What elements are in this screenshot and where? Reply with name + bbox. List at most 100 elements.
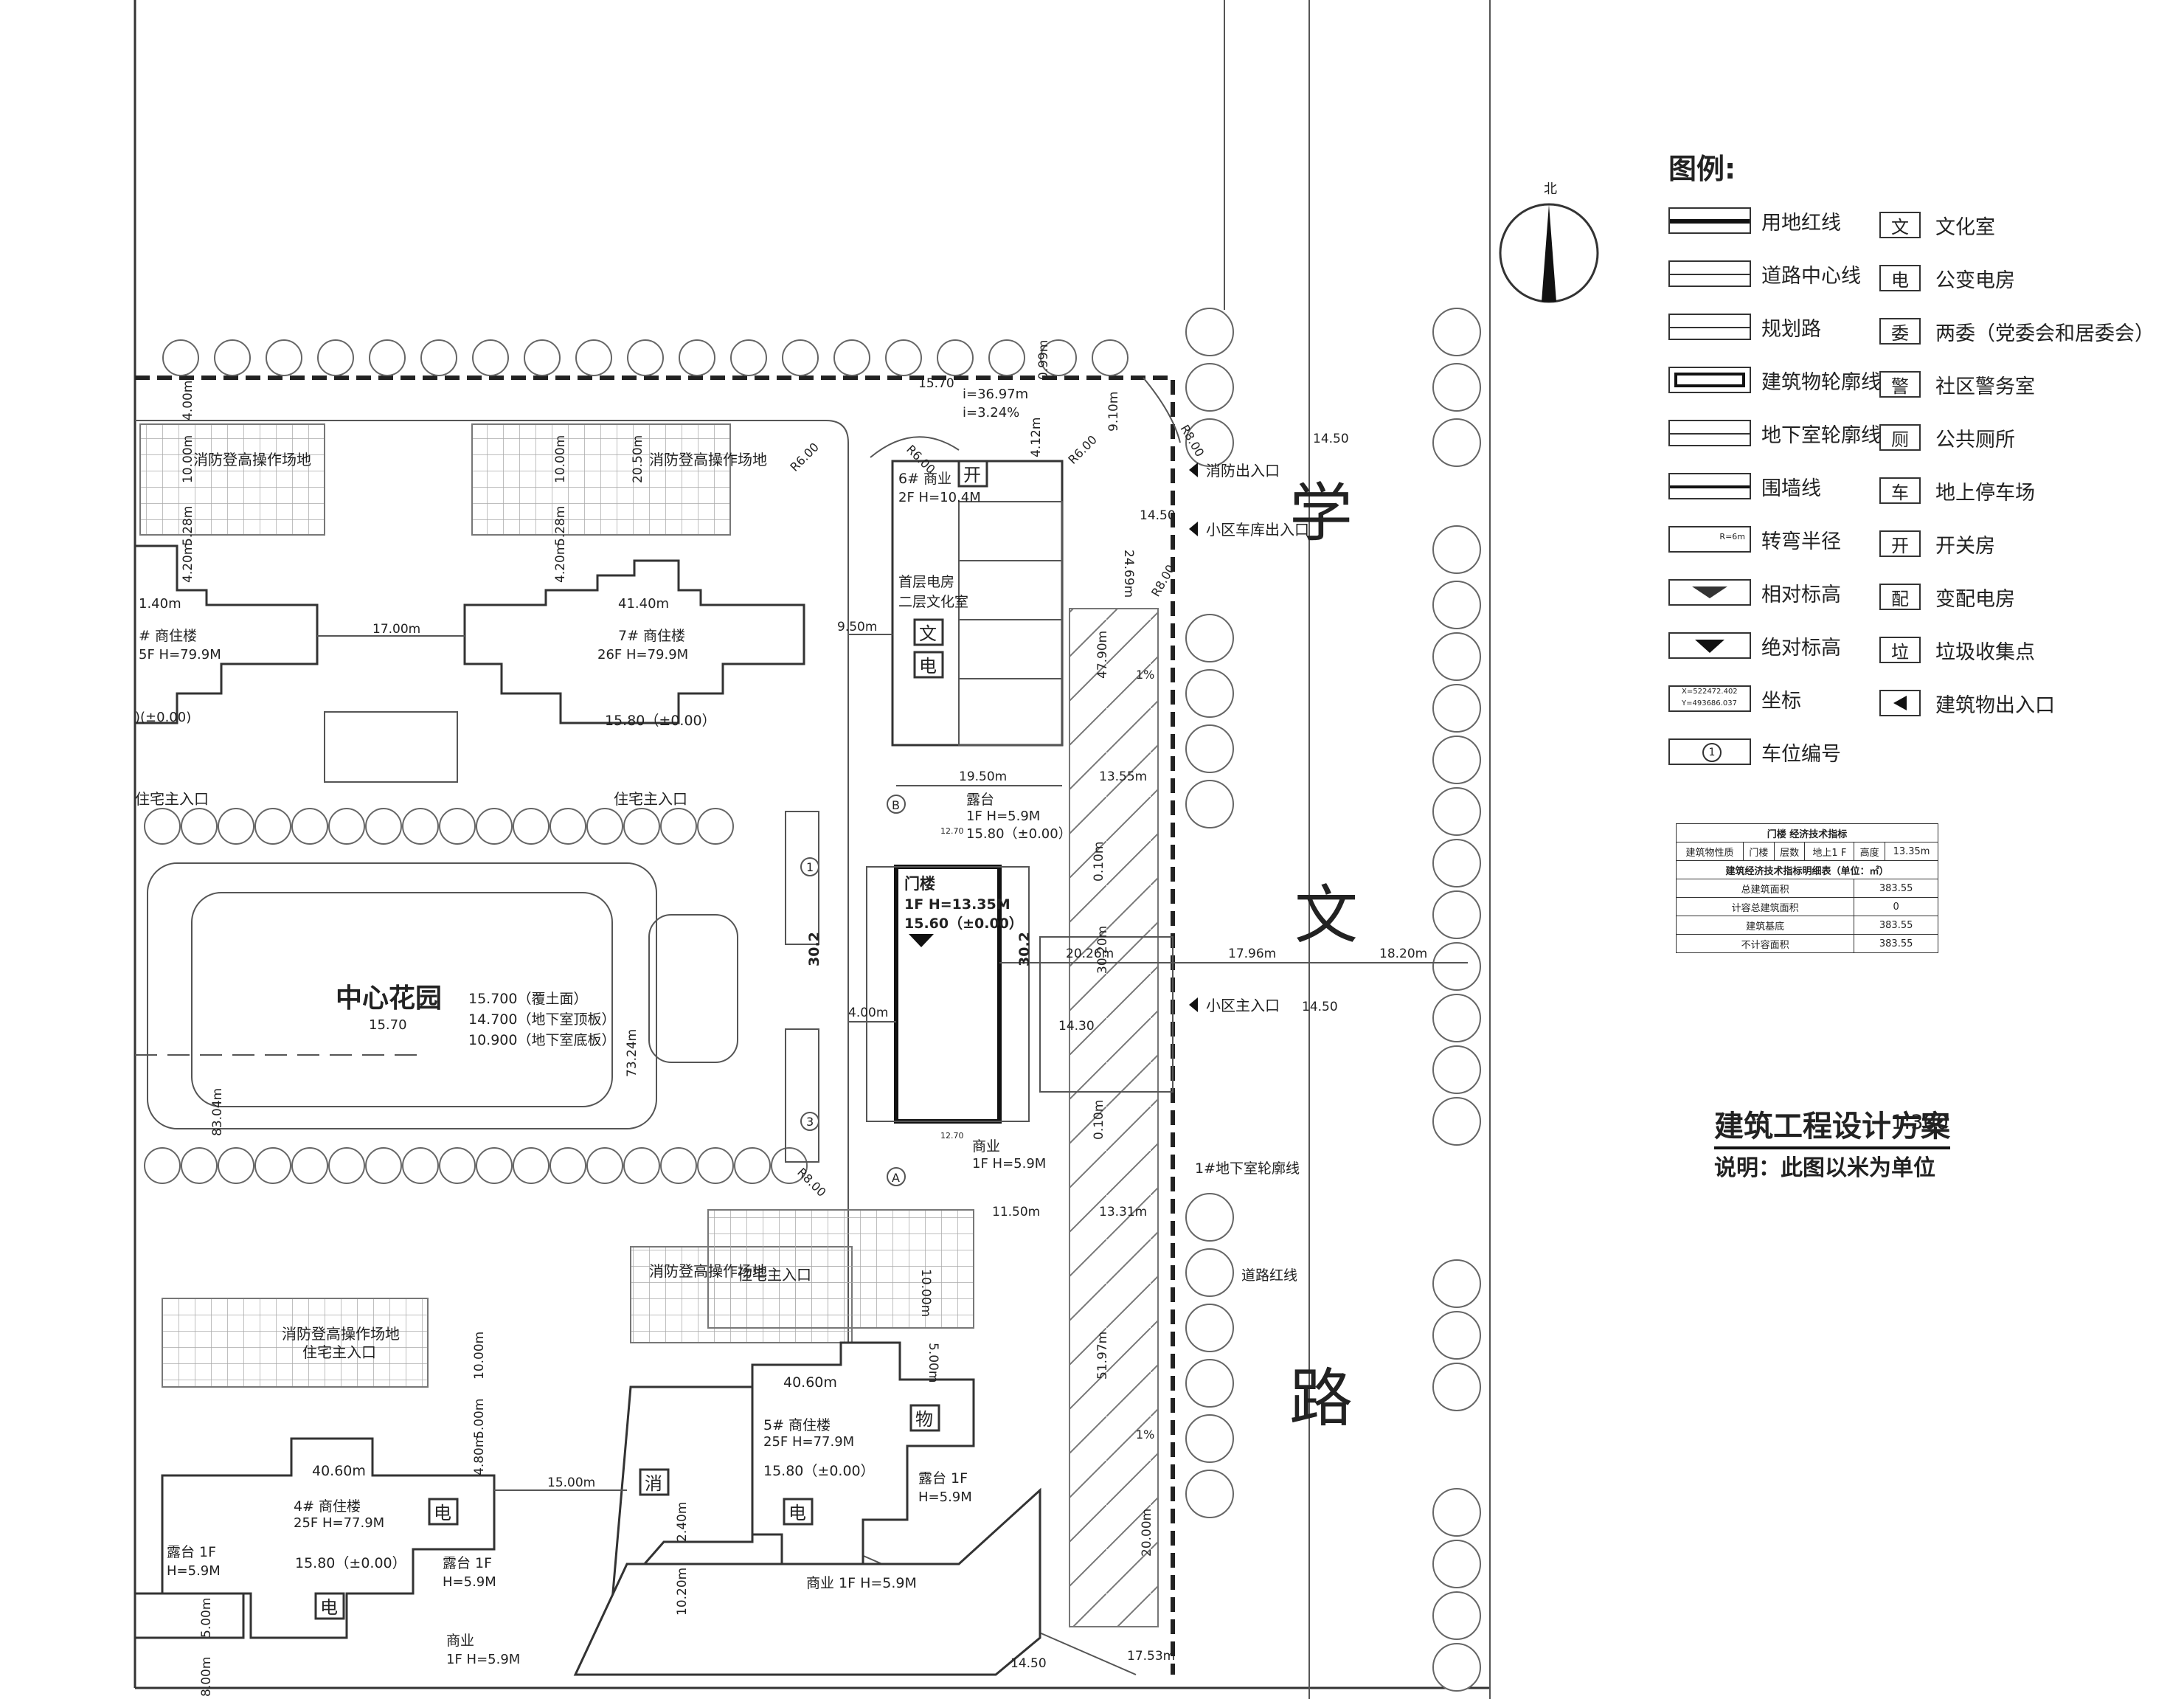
road-name-char-3: 路 <box>1289 1362 1353 1436</box>
legend-item-absolute-elevation: 绝对标高 <box>1668 627 1841 664</box>
terrace-label: 露台 <box>966 792 994 808</box>
axis-marker-1: 1 <box>806 860 814 874</box>
building-5-name: 5# 商住楼 <box>763 1417 831 1433</box>
fire-exit-arrow-icon <box>1189 463 1198 477</box>
building-7-floor: 26F H=79.9M <box>597 647 688 662</box>
legend-label: 道路中心线 <box>1761 264 1861 288</box>
axis-marker-a: A <box>892 1171 900 1185</box>
legend-label: 社区警务室 <box>1935 375 2035 398</box>
building-4-width: 40.60m <box>312 1463 366 1479</box>
elev-14-50-d: 14.50 <box>1010 1656 1047 1671</box>
building-7-elevation: 15.80（±0.00） <box>605 713 716 729</box>
table-subtitle: 建筑经济技术指标明细表（单位：㎡） <box>1676 860 1938 879</box>
legend-item-police-room: 警 社区警务室 <box>1879 366 2035 403</box>
dim-24-69: 24.69m <box>1121 550 1136 598</box>
legend-label: 垃圾收集点 <box>1935 640 2035 664</box>
legend-item-public-power-room: 电 公变电房 <box>1879 260 2015 297</box>
legend-label: 两委（党委会和居委会） <box>1935 322 2154 345</box>
commercial-4-label: 商业 <box>446 1633 474 1649</box>
legend-item-garbage-point: 垃 垃圾收集点 <box>1879 631 2035 668</box>
garage-exit-label: 小区车库出入口 <box>1206 521 1309 539</box>
gate-absolute-elevation-icon <box>909 934 934 947</box>
power-room-4a-box <box>428 1498 459 1526</box>
legend-item-two-committees: 委 两委（党委会和居委会） <box>1879 313 2154 350</box>
commercial-5-label: 商业 1F H=5.9M <box>806 1575 917 1591</box>
central-garden-inner <box>191 892 613 1107</box>
building-5-floor: 25F H=77.9M <box>763 1434 854 1450</box>
terrace-height: 1F H=5.9M <box>966 809 1040 824</box>
legend-item-road-centerline: 道路中心线 <box>1668 255 1861 292</box>
terrace-elevation: 15.80（±0.00） <box>966 826 1072 842</box>
table-row: 建筑经济技术指标明细表（单位：㎡） <box>1676 860 1938 879</box>
building-entrance-glyph <box>1879 690 1921 716</box>
dim-4-12: 4.12m <box>1029 418 1044 457</box>
legend-item-basement-outline: 地下室轮廓线 <box>1668 415 1881 451</box>
legend-item-coordinate: X=522472.402 Y=493686.037 坐标 <box>1668 680 1801 717</box>
legend-label: 建筑物出入口 <box>1935 693 2055 717</box>
dim-17-00: 17.00m <box>372 622 420 637</box>
building-7-name: 7# 商住楼 <box>618 628 685 644</box>
economic-indicators-table: 门楼 经济技术指标 建筑物性质 门楼 层数 地上1 F 高度 13.35m 建筑… <box>1675 823 1938 953</box>
site-boundary-line <box>135 376 1175 1675</box>
fire-operation-area-3 <box>162 1298 429 1388</box>
elev-14-50-c: 14.50 <box>1302 1000 1338 1014</box>
table-cell: 383.55 <box>1854 934 1938 953</box>
dim-13-31: 13.31m <box>1099 1205 1147 1219</box>
dim-4-00: 4.00m <box>848 1006 888 1020</box>
commercial-podium-south <box>573 1487 1041 1676</box>
north-arrow-icon <box>1542 204 1556 302</box>
building-4-name: 4# 商住楼 <box>294 1498 361 1515</box>
dim-17-96: 17.96m <box>1228 947 1276 961</box>
building-6-name: 6# 商业 <box>898 471 951 487</box>
table-cell: 高度 <box>1854 842 1886 861</box>
red-line-symbol <box>1668 207 1751 234</box>
elev-14-50-b: 14.50 <box>1140 508 1176 523</box>
building-4 <box>161 1437 496 1639</box>
fire-operation-label-3: 消防登高操作场地 <box>282 1325 400 1343</box>
dim-30-20: 30.20m <box>1095 926 1110 974</box>
slope-pct-1: 1% <box>1136 668 1154 682</box>
basement-outline-symbol <box>1668 420 1751 446</box>
main-entrance-label: 小区主入口 <box>1206 997 1280 1014</box>
garden-elevation-3: 10.900（地下室底板） <box>468 1032 615 1048</box>
elev-14-30: 14.30 <box>1058 1019 1095 1034</box>
coordinate-symbol: X=522472.402 Y=493686.037 <box>1668 685 1751 712</box>
fire-operation-area-5 <box>707 1209 974 1329</box>
north-label: 北 <box>1544 181 1557 197</box>
radius-8-00-c: R8.00 <box>794 1165 828 1199</box>
res-entrance-5-label: 住宅主入口 <box>738 1266 811 1284</box>
table-cell: 383.55 <box>1854 916 1938 935</box>
table-row: 计容总建筑面积 0 <box>1675 897 1938 916</box>
table-cell: 计容总建筑面积 <box>1675 897 1855 916</box>
inner-road-line <box>135 420 1137 1675</box>
legend-item-parking-lot: 车 地上停车场 <box>1879 472 2035 509</box>
dim-5-00-a: 5.00m <box>472 1399 487 1439</box>
elev-12-70-a: 12.70 <box>940 826 964 836</box>
building-5-podium-left <box>611 1385 754 1605</box>
switch-room-glyph: 开 <box>1879 530 1921 557</box>
terrace-4b-label: 露台 1F <box>443 1555 492 1571</box>
elev-14-50-a: 14.50 <box>1313 432 1349 446</box>
legend-label: 建筑物轮廓线 <box>1761 370 1881 394</box>
radius-6-00-a: R6.00 <box>787 440 821 474</box>
culture-room-glyph: 文 <box>1879 212 1921 238</box>
res-entrance-4-label: 住宅主入口 <box>302 1343 376 1361</box>
building-7-width: 41.40m <box>618 596 669 612</box>
building-6-commercial <box>891 460 1064 747</box>
legend-label: 规划路 <box>1761 317 1821 341</box>
fire-operation-label-1: 消防登高操作场地 <box>193 451 311 468</box>
dim-0-10-a: 0.10m <box>1092 842 1106 882</box>
axis-marker-3: 3 <box>806 1115 814 1129</box>
table-cell: 383.55 <box>1854 879 1938 898</box>
building-4-floor: 25F H=77.9M <box>294 1515 384 1531</box>
legend-label: 相对标高 <box>1761 583 1841 606</box>
dim-18-20: 18.20m <box>1379 947 1427 961</box>
tree-row-top <box>162 339 1129 376</box>
legend-label: 围墙线 <box>1761 477 1821 500</box>
dim-8-00: 8.00m <box>199 1657 214 1697</box>
dim-5-00-c: 5.00m <box>926 1343 940 1383</box>
tree-row-garden-top <box>144 808 734 845</box>
building-6-note-2: 二层文化室 <box>898 594 968 610</box>
legend-title: 图例: <box>1668 153 1736 185</box>
legend-label: 绝对标高 <box>1761 636 1841 660</box>
